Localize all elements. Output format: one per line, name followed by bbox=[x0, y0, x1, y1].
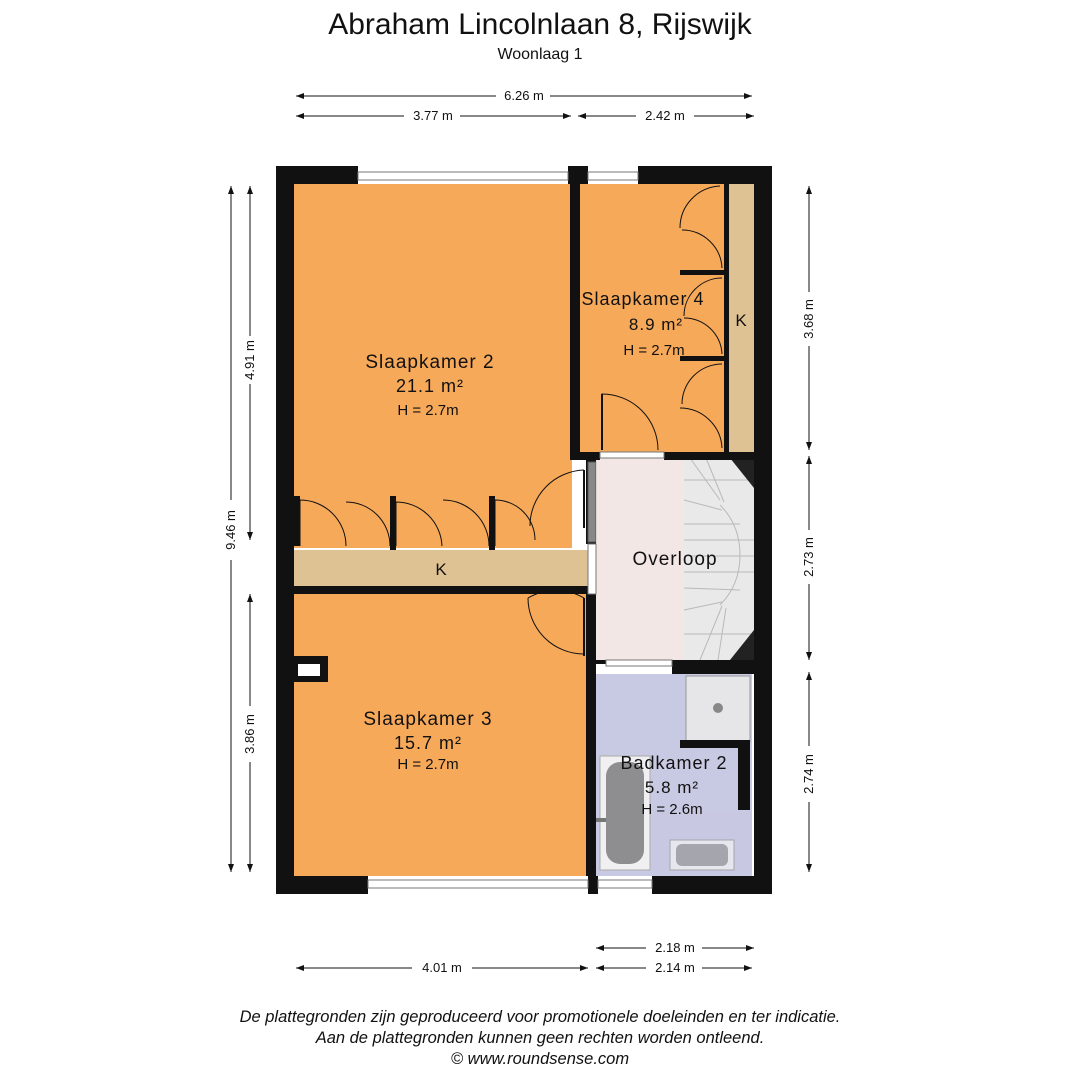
bathroom-fixtures bbox=[596, 675, 752, 872]
bathtub-basin bbox=[606, 762, 644, 864]
page-title: Abraham Lincolnlaan 8, Rijswijk bbox=[328, 8, 752, 41]
room-area-badkamer2: 5.8 m² bbox=[645, 778, 699, 797]
doors bbox=[299, 185, 723, 667]
disclaimer-line-2: Aan de plattegronden kunnen geen rechten… bbox=[315, 1029, 765, 1047]
shower-drain-icon bbox=[713, 703, 723, 713]
room-fills bbox=[294, 184, 754, 876]
room-name-slaapkamer2: Slaapkamer 2 bbox=[365, 352, 494, 373]
dim-right-middle: 2.73 m bbox=[801, 537, 816, 577]
closet-label-middle: K bbox=[435, 560, 447, 579]
room-fill-slaapkamer2 bbox=[294, 184, 572, 548]
faucet-icon bbox=[596, 818, 606, 822]
dim-bottom-right-upper: 2.18 m bbox=[655, 940, 695, 955]
room-height-slaapkamer2: H = 2.7m bbox=[397, 402, 458, 419]
room-height-badkamer2: H = 2.6m bbox=[641, 801, 702, 818]
room-fill-slaapkamer3 bbox=[294, 594, 588, 876]
room-area-slaapkamer4: 8.9 m² bbox=[629, 315, 683, 334]
walls bbox=[276, 166, 772, 894]
room-area-slaapkamer2: 21.1 m² bbox=[396, 376, 464, 396]
windows bbox=[357, 171, 653, 889]
closet-middle-fill bbox=[294, 550, 588, 586]
dim-left-total: 9.46 m bbox=[223, 510, 238, 550]
room-area-slaapkamer3: 15.7 m² bbox=[394, 733, 462, 753]
closet-label-right: K bbox=[735, 311, 747, 330]
sink-basin bbox=[676, 844, 728, 866]
room-height-slaapkamer3: H = 2.7m bbox=[397, 756, 458, 773]
staircase bbox=[683, 457, 754, 661]
dim-left-upper: 4.91 m bbox=[242, 340, 257, 380]
floor-subtitle: Woonlaag 1 bbox=[497, 46, 583, 63]
room-height-slaapkamer4: H = 2.7m bbox=[623, 342, 684, 359]
dim-top-total: 6.26 m bbox=[504, 88, 544, 103]
dim-top-right: 2.42 m bbox=[645, 108, 685, 123]
room-name-slaapkamer4: Slaapkamer 4 bbox=[581, 289, 704, 309]
dim-right-upper: 3.68 m bbox=[801, 299, 816, 339]
dim-left-lower: 3.86 m bbox=[242, 714, 257, 754]
dimension-lines bbox=[228, 93, 812, 971]
room-labels: Slaapkamer 2 21.1 m² H = 2.7m Slaapkamer… bbox=[363, 289, 747, 818]
dimension-labels: 6.26 m 3.77 m 2.42 m 4.01 m 2.18 m 2.14 … bbox=[223, 88, 816, 975]
dim-top-left: 3.77 m bbox=[413, 108, 453, 123]
room-name-slaapkamer3: Slaapkamer 3 bbox=[363, 709, 492, 730]
room-name-badkamer2: Badkamer 2 bbox=[620, 753, 727, 773]
disclaimer-line-1: De plattegronden zijn geproduceerd voor … bbox=[239, 1008, 841, 1026]
dim-right-lower: 2.74 m bbox=[801, 754, 816, 794]
dim-bottom-right-lower: 2.14 m bbox=[655, 960, 695, 975]
room-name-overloop: Overloop bbox=[632, 549, 717, 570]
copyright-line: © www.roundsense.com bbox=[450, 1050, 630, 1068]
dim-bottom-left: 4.01 m bbox=[422, 960, 462, 975]
closet-right-fill bbox=[728, 184, 754, 454]
chimney-shaft bbox=[298, 664, 320, 676]
room-fill-slaapkamer4 bbox=[580, 184, 726, 456]
